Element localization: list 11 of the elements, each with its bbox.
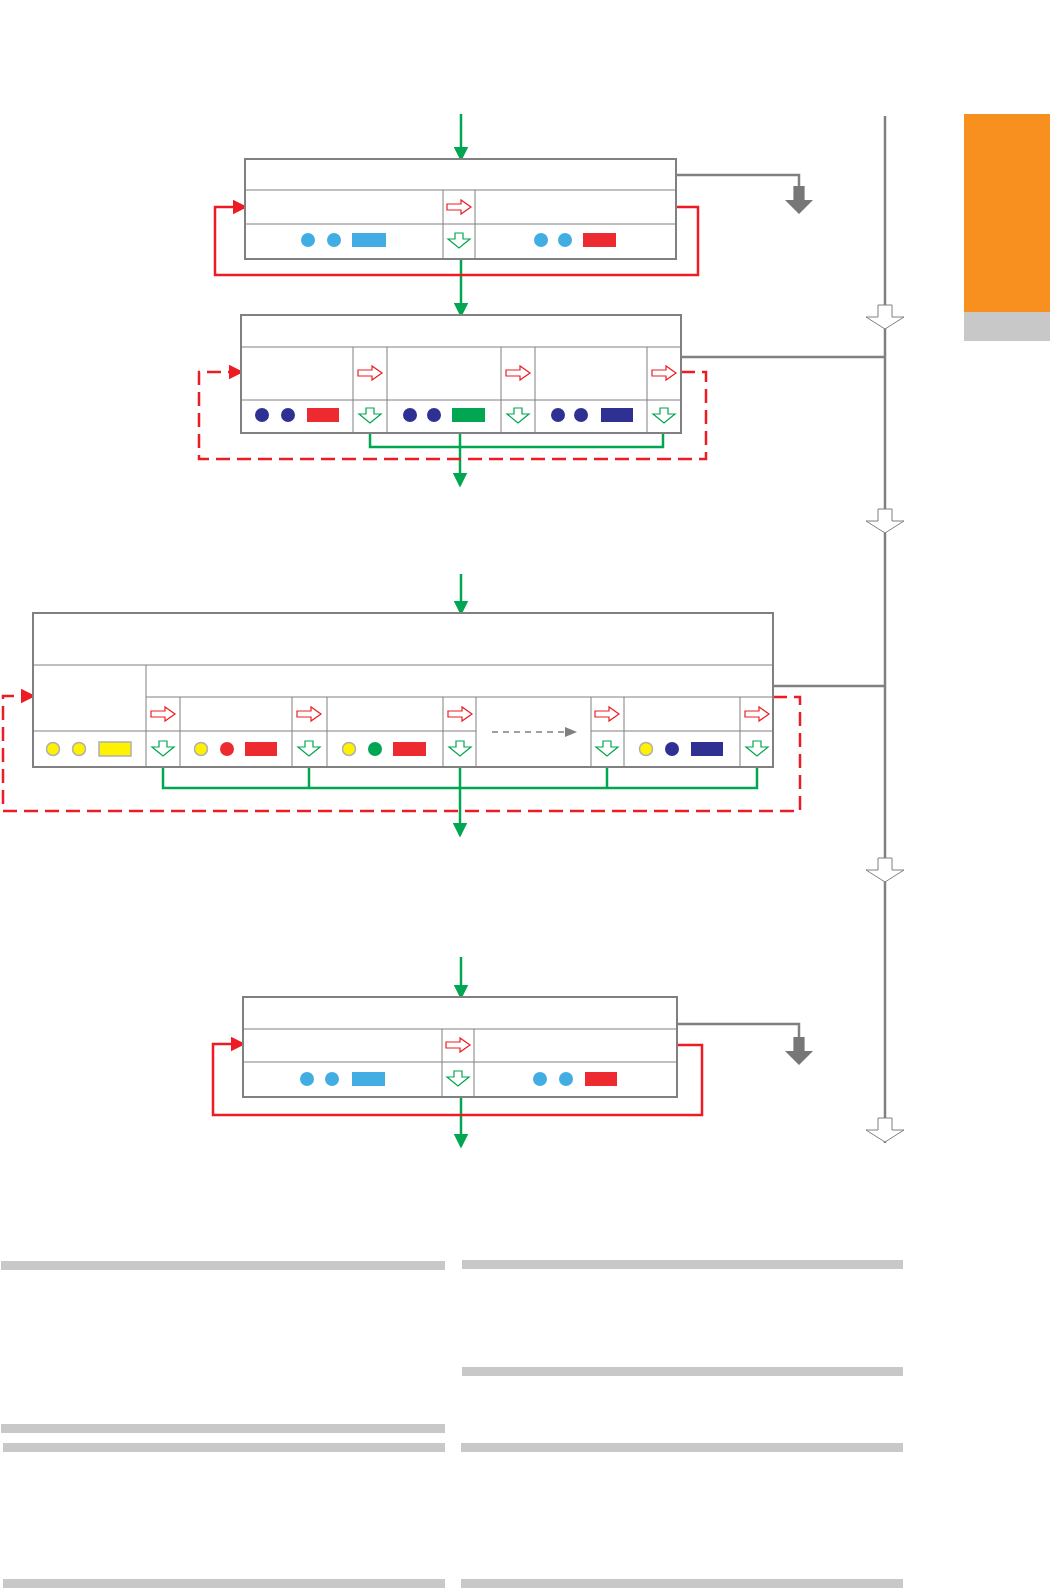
table-box [33,613,773,767]
table-box [243,997,677,1097]
arrow [197,364,708,461]
arrow [213,199,700,277]
arrow [453,1097,469,1149]
arrow-icon [785,1037,813,1065]
table-box [245,159,676,259]
arrow [211,1036,704,1117]
arrow-icon [785,186,813,214]
table-box [241,315,681,433]
arrow [1,688,802,813]
